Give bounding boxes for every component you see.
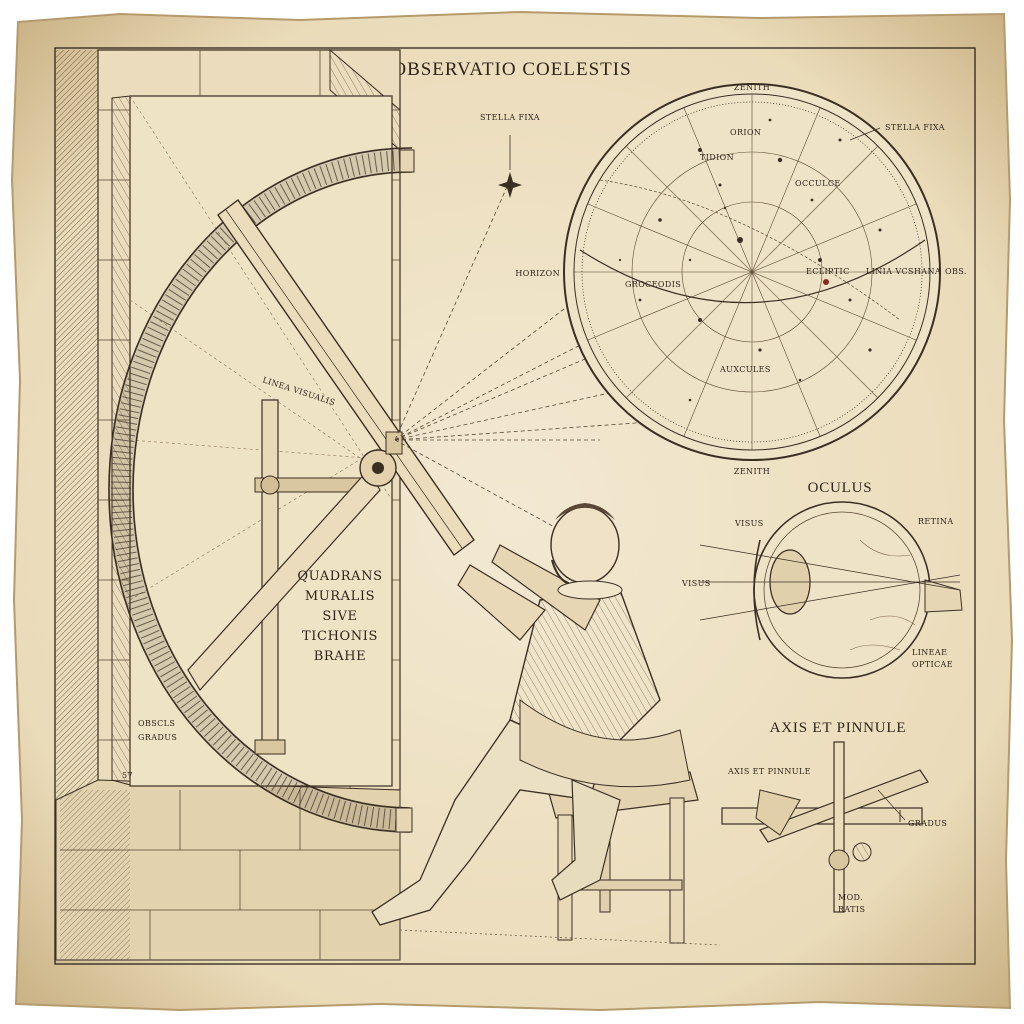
diagonal-brace (187, 468, 381, 692)
retina-label: RETINA (918, 517, 954, 526)
mural-quadrant-arc (108, 146, 415, 833)
frame-border (54, 47, 976, 965)
constellation-label: OCCULCE (795, 179, 841, 188)
fixed-star-marker (498, 135, 522, 198)
floor-line (399, 929, 721, 946)
horizon-label: HORIZON (515, 269, 560, 278)
axis-inner-label: AXIS ET PINNULE (727, 767, 811, 776)
quadrant-title: QUADRANS (297, 569, 382, 584)
eye-heading: OCULUS (808, 480, 873, 496)
observer-figure (371, 503, 699, 944)
constellation-label: AUXCULES (719, 365, 771, 374)
alidade-arm (217, 199, 475, 556)
zenith-bottom-label: ZENITH (734, 467, 770, 476)
visus-left-label: VISUS (681, 579, 711, 588)
stella-fixa-left-label: STELLA FIXA (480, 113, 540, 122)
page-title: OBSERVATIO COELESTIS (392, 59, 631, 80)
quadrant-title-line: SIVE (322, 609, 357, 624)
axis-bottom-label-2: RATIS (838, 905, 865, 914)
constellation-label: GROCEODIS (625, 280, 681, 289)
number-57-label: 57 (122, 771, 133, 780)
constellation-label: ORION (730, 128, 761, 137)
red-star-mark (823, 279, 829, 285)
gradus-left-label: GRADUS (138, 733, 177, 742)
lineae-label: LINEAE (912, 648, 947, 657)
quadrant-title-line: MURALIS (305, 589, 375, 604)
eye-diagram: OCULUS (699, 480, 963, 679)
stella-fixa-right-label: STELLA FIXA (885, 123, 945, 132)
obscls-label: OBSCLS (138, 719, 175, 728)
zenith-top-label: ZENITH (734, 83, 770, 92)
opticae-label: OPTICAE (912, 660, 953, 669)
gradus-right-label: GRADUS (908, 819, 947, 828)
constellation-label: TIDION (700, 153, 734, 162)
ecliptic-label: ECLIPTIC (806, 267, 850, 276)
axis-bottom-label-1: MOD. (838, 893, 863, 902)
axis-heading: AXIS ET PINNULE (770, 720, 907, 736)
quadrant-title-line: BRAHE (314, 649, 367, 664)
linia-label: LINIA VCSHANA (866, 267, 941, 276)
celestial-star-chart: ORION TIDION GROCEODIS OCCULCE AUXCULES … (563, 83, 941, 461)
obs-label: OBS. (945, 267, 967, 276)
visus-top-label: VISUS (734, 519, 764, 528)
quadrant-title-line: TICHONIS (302, 629, 378, 644)
axis-pinnule-diagram: AXIS ET PINNULE AXIS ET PINNULE GRADUS M… (721, 720, 947, 914)
